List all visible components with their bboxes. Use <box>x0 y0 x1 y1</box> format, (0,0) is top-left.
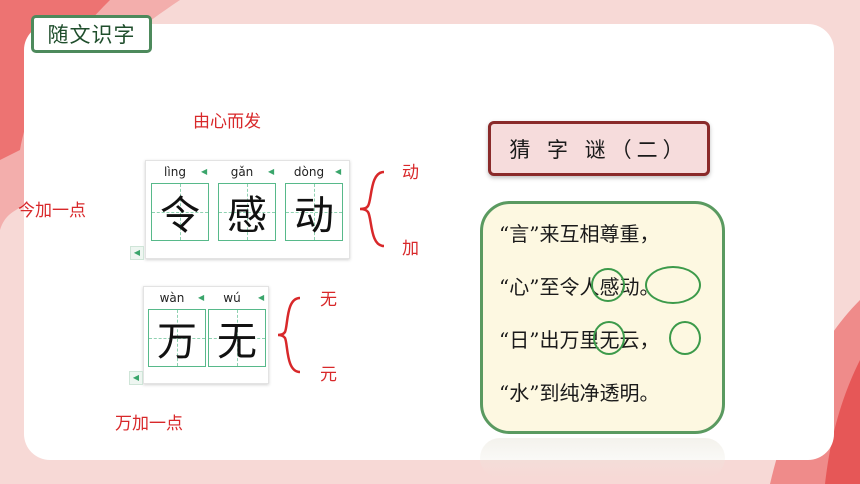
brace-icon <box>277 296 301 374</box>
character: 万 <box>157 319 197 365</box>
speaker-icon[interactable]: ◀ <box>130 246 144 260</box>
pinyin-label: wú <box>223 291 241 305</box>
pinyin-label: wàn <box>159 291 185 305</box>
highlight-circle-ling <box>591 268 625 302</box>
writing-grid: 令 <box>151 183 209 241</box>
speaker-icon[interactable]: ◀ <box>129 371 143 385</box>
answer-wu: 无 <box>320 290 337 310</box>
poem-reflection <box>480 438 725 478</box>
speaker-icon[interactable]: ◀ <box>268 167 275 176</box>
riddle-poem-box: “言”来互相尊重， “心”至令人感动。 “日”出万里无云， “水”到纯净透明。 <box>480 201 725 434</box>
label-wan-plus-dot: 万加一点 <box>115 414 183 434</box>
poem-line-4: “水”到纯净透明。 <box>499 381 660 405</box>
writing-grid: 感 <box>218 183 276 241</box>
poem-line-2: “心”至令人感动。 <box>499 275 660 299</box>
brace-icon <box>359 170 385 248</box>
pinyin-label: gǎn <box>230 165 254 179</box>
character: 令 <box>160 193 200 239</box>
pinyin-label: lìng <box>164 165 186 179</box>
writing-grid: 万 <box>148 309 206 367</box>
answer-dong: 动 <box>402 163 419 183</box>
highlight-circle-yun <box>669 321 701 355</box>
section-title-badge: 随文识字 <box>31 15 152 53</box>
label-ling-plus-dot: 今加一点 <box>18 201 86 221</box>
character: 动 <box>294 193 334 239</box>
character: 无 <box>217 319 257 365</box>
character-card-strip-2: wàn ◀ 万 wú ◀ 无 <box>143 286 269 384</box>
speaker-icon[interactable]: ◀ <box>198 293 205 302</box>
speaker-icon[interactable]: ◀ <box>335 167 342 176</box>
speaker-icon[interactable]: ◀ <box>201 167 208 176</box>
label-from-heart: 由心而发 <box>193 112 261 132</box>
answer-jia: 加 <box>402 239 419 259</box>
highlight-circle-gandong <box>645 266 701 304</box>
speaker-icon[interactable]: ◀ <box>258 293 265 302</box>
poem-line-1: “言”来互相尊重， <box>499 222 660 246</box>
writing-grid: 无 <box>208 309 266 367</box>
riddle-title: 猜 字 谜（二） <box>488 121 710 176</box>
character: 感 <box>227 193 267 239</box>
highlight-circle-wan <box>593 321 625 355</box>
pinyin-label: dòng <box>293 165 325 179</box>
answer-yuan: 元 <box>320 365 337 385</box>
character-card-strip-1: lìng ◀ 令 gǎn ◀ 感 dòng ◀ 动 <box>145 160 350 259</box>
poem-line-3: “日”出万里无云， <box>499 328 660 352</box>
writing-grid: 动 <box>285 183 343 241</box>
